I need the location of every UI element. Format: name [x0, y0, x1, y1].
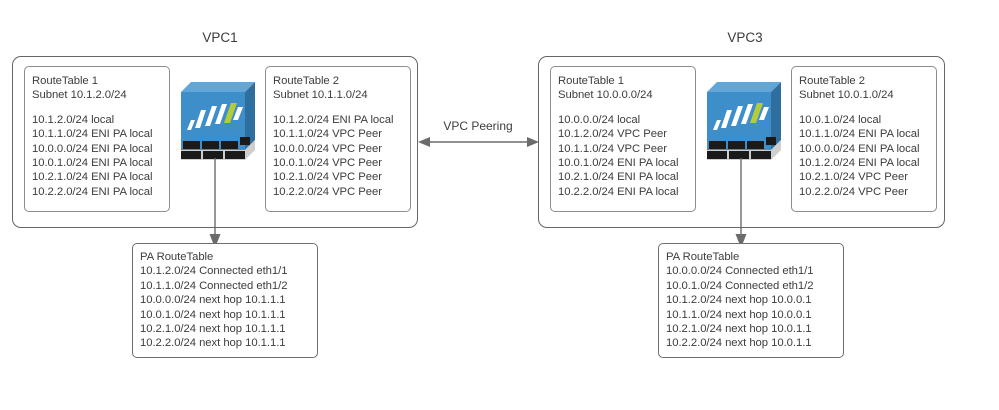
spacer [273, 103, 410, 113]
route-entry: 10.1.1.0/24 VPC Peer [273, 128, 382, 141]
palo-alto-firewall-icon [704, 78, 782, 162]
route-entry: 10.0.1.0/24 VPC Peer [273, 157, 382, 170]
routetable-title: RouteTable 2 [799, 75, 865, 87]
spacer [32, 103, 169, 113]
route-entry: 10.0.0.0/24 ENI PA local [32, 142, 153, 155]
route-entry: 10.0.0.0/24 VPC Peer [273, 142, 382, 155]
pa-route-entry: 10.0.1.0/24 Connected eth1/2 [666, 279, 814, 292]
pa-route-entry: 10.1.1.0/24 Connected eth1/2 [140, 279, 288, 292]
spacer [799, 103, 936, 113]
vpc-peering-double-arrow [418, 134, 539, 150]
route-entry: 10.0.0.0/24 ENI PA local [799, 142, 920, 155]
vpc1-appliance-to-pa-routetable-arrow [205, 158, 225, 250]
pa-route-entry: 10.2.2.0/24 next hop 10.1.1.1 [140, 337, 286, 350]
route-entry: 10.1.1.0/24 ENI PA local [32, 128, 153, 141]
route-entry: 10.2.1.0/24 VPC Peer [273, 171, 382, 184]
vpc-peering-label: VPC Peering [443, 119, 513, 133]
routetable-title: RouteTable 1 [32, 75, 98, 87]
vpc3-pa-routetable: PA RouteTable 10.0.0.0/24 Connected eth1… [658, 243, 844, 358]
route-entry: 10.2.2.0/24 VPC Peer [799, 185, 908, 198]
route-entry: 10.2.2.0/24 ENI PA local [558, 185, 679, 198]
route-entry: 10.1.2.0/24 ENI PA local [273, 113, 394, 126]
route-entry: 10.1.2.0/24 ENI PA local [799, 157, 920, 170]
route-entry: 10.2.2.0/24 VPC Peer [273, 185, 382, 198]
route-entry: 10.2.1.0/24 ENI PA local [558, 171, 679, 184]
pa-routetable-title: PA RouteTable [666, 251, 740, 263]
pa-route-entry: 10.2.2.0/24 next hop 10.0.1.1 [666, 337, 812, 350]
pa-route-entry: 10.0.0.0/24 Connected eth1/1 [666, 265, 814, 278]
routetable-title: RouteTable 2 [273, 75, 339, 87]
vpc1-title: VPC1 [202, 30, 238, 45]
vpc1-routetable-2: RouteTable 2 Subnet 10.1.1.0/24 10.1.2.0… [265, 66, 411, 212]
vpc3-appliance-to-pa-routetable-arrow [731, 158, 751, 250]
pa-route-entry: 10.1.1.0/24 next hop 10.0.0.1 [666, 308, 812, 321]
routetable-subnet: Subnet 10.0.0.0/24 [558, 89, 653, 102]
pa-route-entry: 10.2.1.0/24 next hop 10.1.1.1 [140, 323, 286, 336]
vpc1-pa-routetable: PA RouteTable 10.1.2.0/24 Connected eth1… [132, 243, 318, 358]
route-entry: 10.1.2.0/24 VPC Peer [558, 128, 667, 141]
vpc3-routetable-1: RouteTable 1 Subnet 10.0.0.0/24 10.0.0.0… [550, 66, 696, 212]
pa-route-entry: 10.0.1.0/24 next hop 10.1.1.1 [140, 308, 286, 321]
routetable-subnet: Subnet 10.1.1.0/24 [273, 89, 368, 102]
route-entry: 10.2.1.0/24 VPC Peer [799, 171, 908, 184]
vpc3-title: VPC3 [727, 30, 763, 45]
vpc3-routetable-2: RouteTable 2 Subnet 10.0.1.0/24 10.0.1.0… [791, 66, 937, 212]
route-entry: 10.0.1.0/24 ENI PA local [32, 157, 153, 170]
route-entry: 10.0.0.0/24 local [558, 113, 641, 126]
route-entry: 10.1.2.0/24 local [32, 113, 115, 126]
pa-route-entry: 10.2.1.0/24 next hop 10.0.1.1 [666, 323, 812, 336]
route-entry: 10.2.1.0/24 ENI PA local [32, 171, 153, 184]
route-entry: 10.2.2.0/24 ENI PA local [32, 185, 153, 198]
pa-route-entry: 10.0.0.0/24 next hop 10.1.1.1 [140, 294, 286, 307]
routetable-subnet: Subnet 10.0.1.0/24 [799, 89, 894, 102]
palo-alto-firewall-icon [178, 78, 256, 162]
route-entry: 10.0.1.0/24 local [799, 113, 882, 126]
pa-routetable-title: PA RouteTable [140, 251, 214, 263]
spacer [558, 103, 695, 113]
pa-route-entry: 10.1.2.0/24 Connected eth1/1 [140, 265, 288, 278]
vpc1-routetable-1: RouteTable 1 Subnet 10.1.2.0/24 10.1.2.0… [24, 66, 170, 212]
pa-route-entry: 10.1.2.0/24 next hop 10.0.0.1 [666, 294, 812, 307]
routetable-title: RouteTable 1 [558, 75, 624, 87]
route-entry: 10.1.1.0/24 VPC Peer [558, 142, 667, 155]
route-entry: 10.1.1.0/24 ENI PA local [799, 128, 920, 141]
routetable-subnet: Subnet 10.1.2.0/24 [32, 89, 127, 102]
route-entry: 10.0.1.0/24 ENI PA local [558, 157, 679, 170]
